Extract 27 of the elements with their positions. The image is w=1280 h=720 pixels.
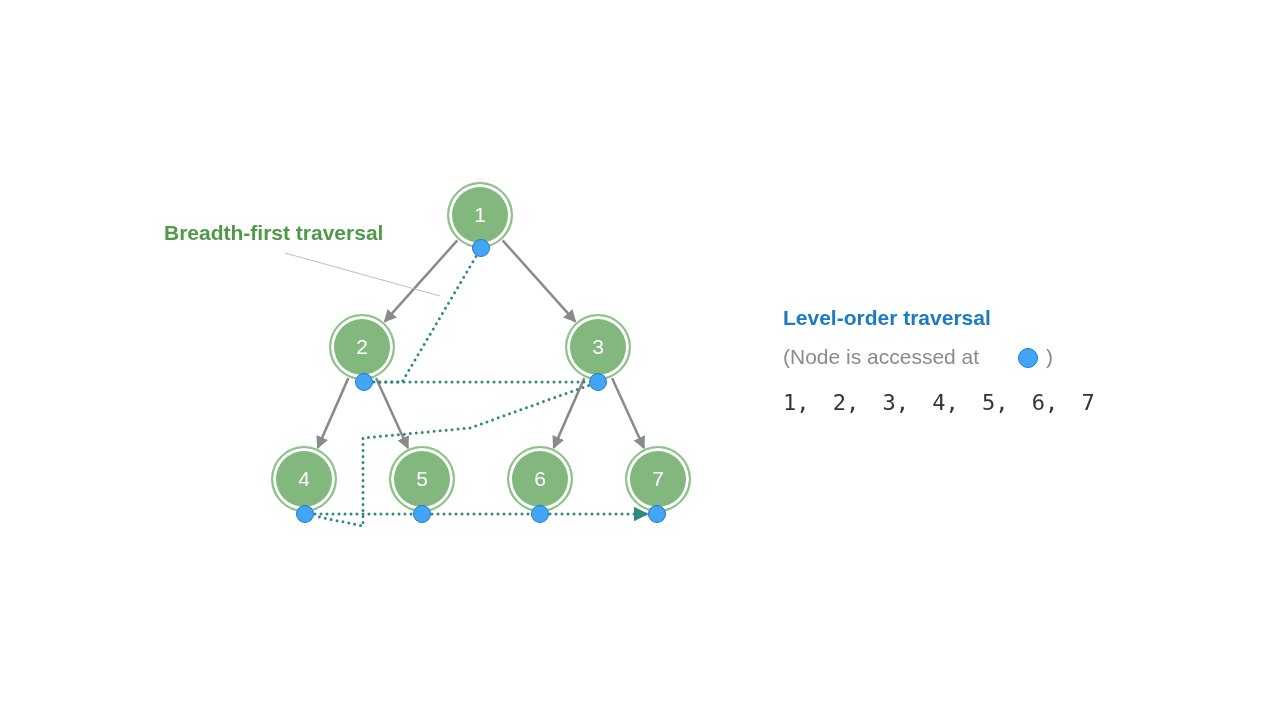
access-point-dot [413,505,431,523]
note-text: ) [1046,345,1053,369]
access-point-dot [472,239,490,257]
heading-text: Level-order traversal [783,306,991,330]
sequence-text: 1, 2, 3, 4, 5, 6, 7 [783,390,1095,415]
access-point-dot [355,373,373,391]
access-point-dot [648,505,666,523]
arrow [374,377,410,450]
tree-node: 4 [271,446,337,512]
tree-node: 7 [625,446,691,512]
leader-line [284,252,441,297]
tree-node: 6 [507,446,573,512]
arrow [610,377,646,450]
tree-node: 5 [389,446,455,512]
access-point-dot [296,505,314,523]
note-text: (Node is accessed at [783,345,980,369]
tree-node: 3 [565,314,631,380]
access-point-dot [531,505,549,523]
arrow [316,377,350,449]
dotted-arrow [548,506,649,522]
tree-node: 2 [329,314,395,380]
arrow [501,239,577,323]
annotation-text: Breadth-first traversal [164,221,384,245]
tree-node: 1 [447,182,513,248]
access-point-dot [589,373,607,391]
arrow [383,239,459,323]
arrow [552,377,586,449]
